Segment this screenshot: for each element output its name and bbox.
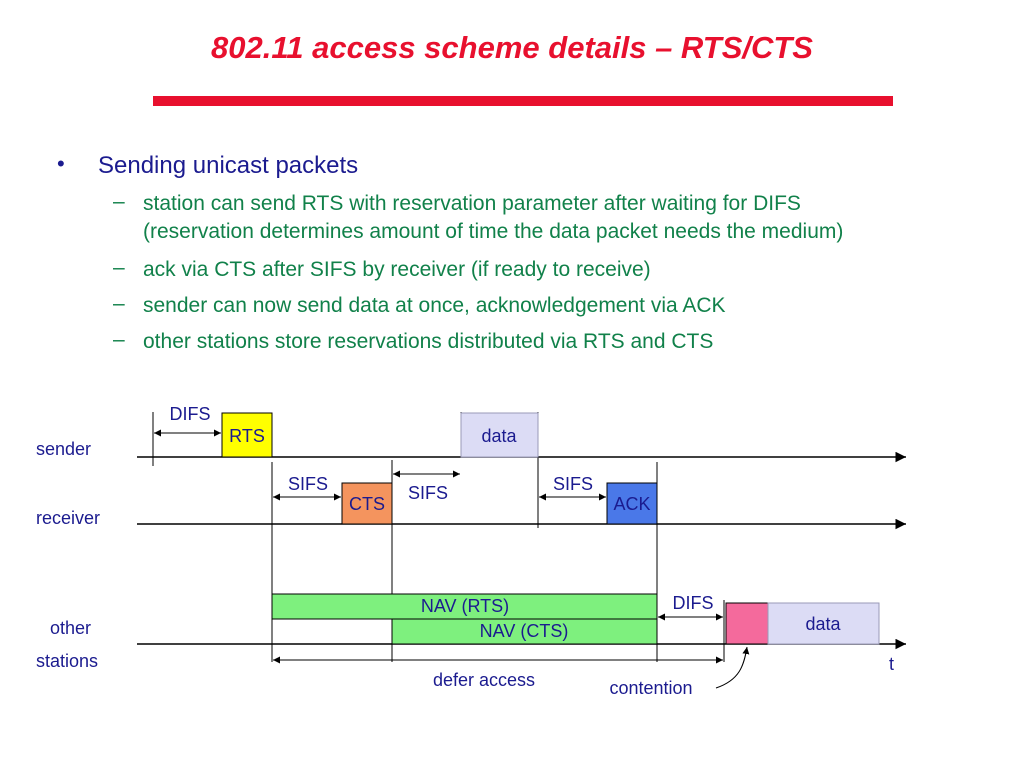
sifs-label-3: SIFS bbox=[553, 474, 593, 494]
dash-4: – bbox=[113, 328, 125, 351]
data-frame bbox=[460, 412, 539, 458]
sub-bullet-1-cont: (reservation determines amount of time t… bbox=[143, 220, 844, 243]
row-label-stations: stations bbox=[36, 651, 98, 671]
difs-label-1: DIFS bbox=[169, 404, 210, 424]
sub-bullet-3: sender can now send data at once, acknow… bbox=[143, 294, 726, 317]
data-label-2: data bbox=[805, 614, 841, 634]
cts-label: CTS bbox=[349, 494, 385, 514]
rts-frame bbox=[221, 412, 273, 458]
sub-bullet-1: station can send RTS with reservation pa… bbox=[143, 192, 801, 215]
contention-pointer bbox=[715, 646, 750, 689]
ack-label: ACK bbox=[613, 494, 650, 514]
data-frame-2 bbox=[767, 602, 880, 645]
contention-slot bbox=[725, 602, 769, 645]
bullet-dot: • bbox=[57, 151, 65, 176]
defer-access-label: defer access bbox=[433, 670, 535, 690]
dash-3: – bbox=[113, 292, 125, 315]
nav-cts-label: NAV (CTS) bbox=[480, 621, 569, 641]
title-underline bbox=[153, 96, 893, 106]
sub-bullet-4: other stations store reservations distri… bbox=[143, 330, 714, 353]
sifs-label-2: SIFS bbox=[408, 483, 448, 503]
difs-label-2: DIFS bbox=[672, 593, 713, 613]
cts-frame bbox=[341, 482, 393, 525]
ack-frame bbox=[606, 482, 658, 525]
time-axis-label: t bbox=[889, 654, 894, 674]
slide-title: 802.11 access scheme details – RTS/CTS bbox=[211, 30, 813, 65]
sifs-label-1: SIFS bbox=[288, 474, 328, 494]
dash-1: – bbox=[113, 190, 125, 213]
dash-2: – bbox=[113, 256, 125, 279]
row-label-sender: sender bbox=[36, 439, 91, 459]
row-label-other: other bbox=[50, 618, 91, 638]
contention-label: contention bbox=[609, 678, 692, 698]
nav-rts-bar bbox=[271, 593, 658, 620]
rts-label: RTS bbox=[229, 426, 265, 446]
nav-cts-bar bbox=[391, 618, 658, 645]
main-bullet: Sending unicast packets bbox=[98, 152, 359, 179]
row-label-receiver: receiver bbox=[36, 508, 100, 528]
sub-bullet-2: ack via CTS after SIFS by receiver (if r… bbox=[143, 258, 651, 281]
nav-rts-label: NAV (RTS) bbox=[421, 596, 509, 616]
data-label: data bbox=[481, 426, 517, 446]
